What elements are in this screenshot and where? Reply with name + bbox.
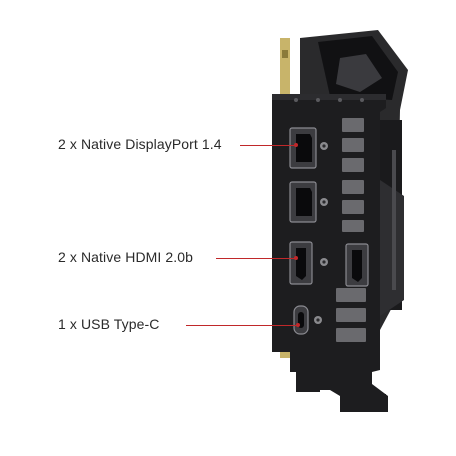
displayport-connector xyxy=(289,181,317,223)
hdmi-label: 2 x Native HDMI 2.0b xyxy=(58,249,194,265)
hdmi-pointer-dot xyxy=(294,256,298,260)
displayport-pointer-dot xyxy=(294,143,298,147)
displayport-connector xyxy=(289,127,317,169)
hdmi-connector xyxy=(345,243,369,287)
usbc-label: 1 x USB Type-C xyxy=(58,316,160,332)
displayport-label: 2 x Native DisplayPort 1.4 xyxy=(58,136,222,152)
vent-slots xyxy=(336,118,366,342)
hdmi-pointer-line xyxy=(216,258,296,259)
bracket-screws-inner xyxy=(316,144,326,322)
hdmi-connector xyxy=(289,241,313,285)
usb-c-connector xyxy=(293,305,309,335)
usbc-pointer-dot xyxy=(296,323,300,327)
displayport-pointer-line xyxy=(240,145,296,146)
usbc-pointer-line xyxy=(186,325,298,326)
